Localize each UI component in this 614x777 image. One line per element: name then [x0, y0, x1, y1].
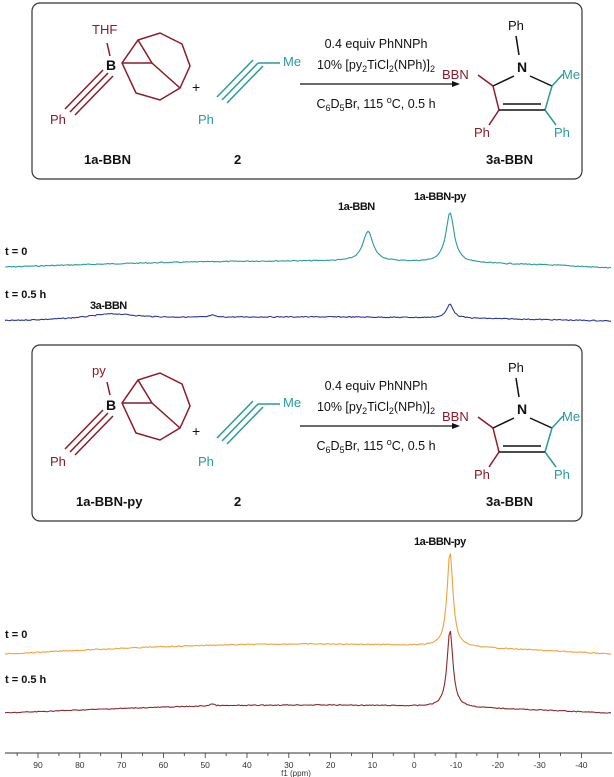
scheme-1-frame: [31, 2, 583, 180]
plus-sign: +: [192, 423, 200, 439]
axis-tick-label: 20: [326, 760, 336, 770]
trace-label-t05h: t = 0.5 h: [5, 674, 47, 686]
product-pyrrole-structure: [477, 377, 564, 468]
reagent-1a-bbn-py-structure: [64, 372, 191, 456]
condition-line-3: C6D5Br, 115 oC, 0.5 h: [316, 95, 435, 113]
scheme-1: THF B Ph + Me Ph 0.4 equiv PhNNPh 10% [p…: [31, 2, 583, 180]
spectrum-trace-t0: [4, 553, 612, 655]
boron-atom-label: B: [106, 397, 116, 413]
label-3a-bbn: 3a-BBN: [486, 494, 533, 509]
reagent-ph-label: Ph: [50, 454, 66, 469]
axis-tick-label: 90: [33, 760, 43, 770]
product-ph-left-label: Ph: [474, 467, 490, 482]
label-alkyne-2: 2: [234, 494, 241, 509]
peak-label-1a-bbn-py: 1a-BBN-py: [414, 536, 467, 548]
axis-tick-label: 60: [159, 760, 169, 770]
scheme-2-frame: [31, 344, 583, 522]
label-1a-bbn-py: 1a-BBN-py: [76, 494, 143, 509]
product-n-label: N: [517, 401, 527, 417]
axis-tick-label: 50: [200, 760, 210, 770]
product-bbn-label: BBN: [442, 409, 469, 424]
spectrum-trace-t05h: [4, 303, 612, 322]
label-3a-bbn: 3a-BBN: [486, 152, 533, 167]
axis-tick-label: 80: [75, 760, 85, 770]
label-alkyne-2: 2: [234, 152, 241, 167]
product-n-label: N: [517, 59, 527, 75]
condition-line-1: 0.4 equiv PhNNPh: [325, 379, 428, 393]
alkyne-me-label: Me: [283, 395, 301, 410]
axis-tick-label: 40: [242, 760, 252, 770]
reaction-arrowhead: [452, 423, 460, 429]
condition-line-2: 10% [py2TiCl2(NPh)]2: [317, 58, 435, 74]
axis-tick-label: -30: [533, 760, 546, 770]
alkyne-ph-label: Ph: [198, 454, 214, 469]
product-nph-label: Ph: [508, 18, 524, 33]
scheme-2: py B Ph + Me Ph 0.4 equiv PhNNPh 10% [py…: [31, 344, 583, 522]
axis-tick-label: -40: [575, 760, 588, 770]
spectrum-trace-t05h: [4, 630, 612, 714]
spectrum-2: 1a-BBN-py t = 0 t = 0.5 h: [4, 536, 612, 714]
peak-label-3a-bbn: 3a-BBN: [90, 300, 127, 312]
reagent-ph-label: Ph: [50, 112, 66, 127]
peak-label-1a-bbn-py: 1a-BBN-py: [414, 191, 467, 203]
axis-label: f1 (ppm): [281, 769, 311, 777]
alkyne-2-structure: [216, 400, 280, 445]
reagent-1a-bbn-structure: [64, 32, 191, 116]
axis-tick-label: 70: [117, 760, 127, 770]
trace-label-t05h: t = 0.5 h: [5, 289, 47, 301]
alkyne-ph-label: Ph: [198, 112, 214, 127]
axis-tick-label: -10: [450, 760, 463, 770]
product-nph-label: Ph: [508, 360, 524, 375]
product-ph-right-label: Ph: [554, 467, 570, 482]
plus-sign: +: [192, 79, 200, 95]
spectrum-1: 1a-BBN 1a-BBN-py t = 0 t = 0.5 h 3a-BBN: [4, 191, 612, 322]
boron-ligand-label: py: [92, 363, 106, 378]
boron-atom-label: B: [106, 57, 116, 73]
product-me-label: Me: [562, 67, 580, 82]
trace-label-t0: t = 0: [5, 246, 27, 258]
label-1a-bbn: 1a-BBN: [84, 152, 131, 167]
alkyne-me-label: Me: [283, 54, 301, 69]
condition-line-2: 10% [py2TiCl2(NPh)]2: [317, 400, 435, 416]
spectrum-trace-t0: [5, 212, 612, 269]
ppm-axis: 90 80 70 60 50 40 30 20 10 0 -10 -20 -30 -40 f1 (ppm): [5, 752, 612, 777]
boron-ligand-label: THF: [92, 22, 117, 37]
product-ph-left-label: Ph: [474, 125, 490, 140]
axis-tick-label: 0: [412, 760, 417, 770]
product-ph-right-label: Ph: [554, 125, 570, 140]
axis-ticks: 90 80 70 60 50 40 30 20 10 0 -10 -20 -30 -40: [16, 753, 588, 770]
trace-label-t0: t = 0: [5, 629, 27, 641]
peak-label-1a-bbn: 1a-BBN: [338, 201, 375, 213]
product-bbn-label: BBN: [442, 67, 469, 82]
condition-line-3: C6D5Br, 115 oC, 0.5 h: [316, 437, 435, 455]
product-pyrrole-structure: [477, 35, 564, 126]
axis-tick-label: -20: [492, 760, 505, 770]
axis-tick-label: 30: [284, 760, 294, 770]
axis-tick-label: 10: [368, 760, 378, 770]
alkyne-2-structure: [216, 59, 280, 104]
condition-line-1: 0.4 equiv PhNNPh: [325, 37, 428, 51]
product-me-label: Me: [562, 409, 580, 424]
reaction-arrowhead: [452, 81, 460, 87]
